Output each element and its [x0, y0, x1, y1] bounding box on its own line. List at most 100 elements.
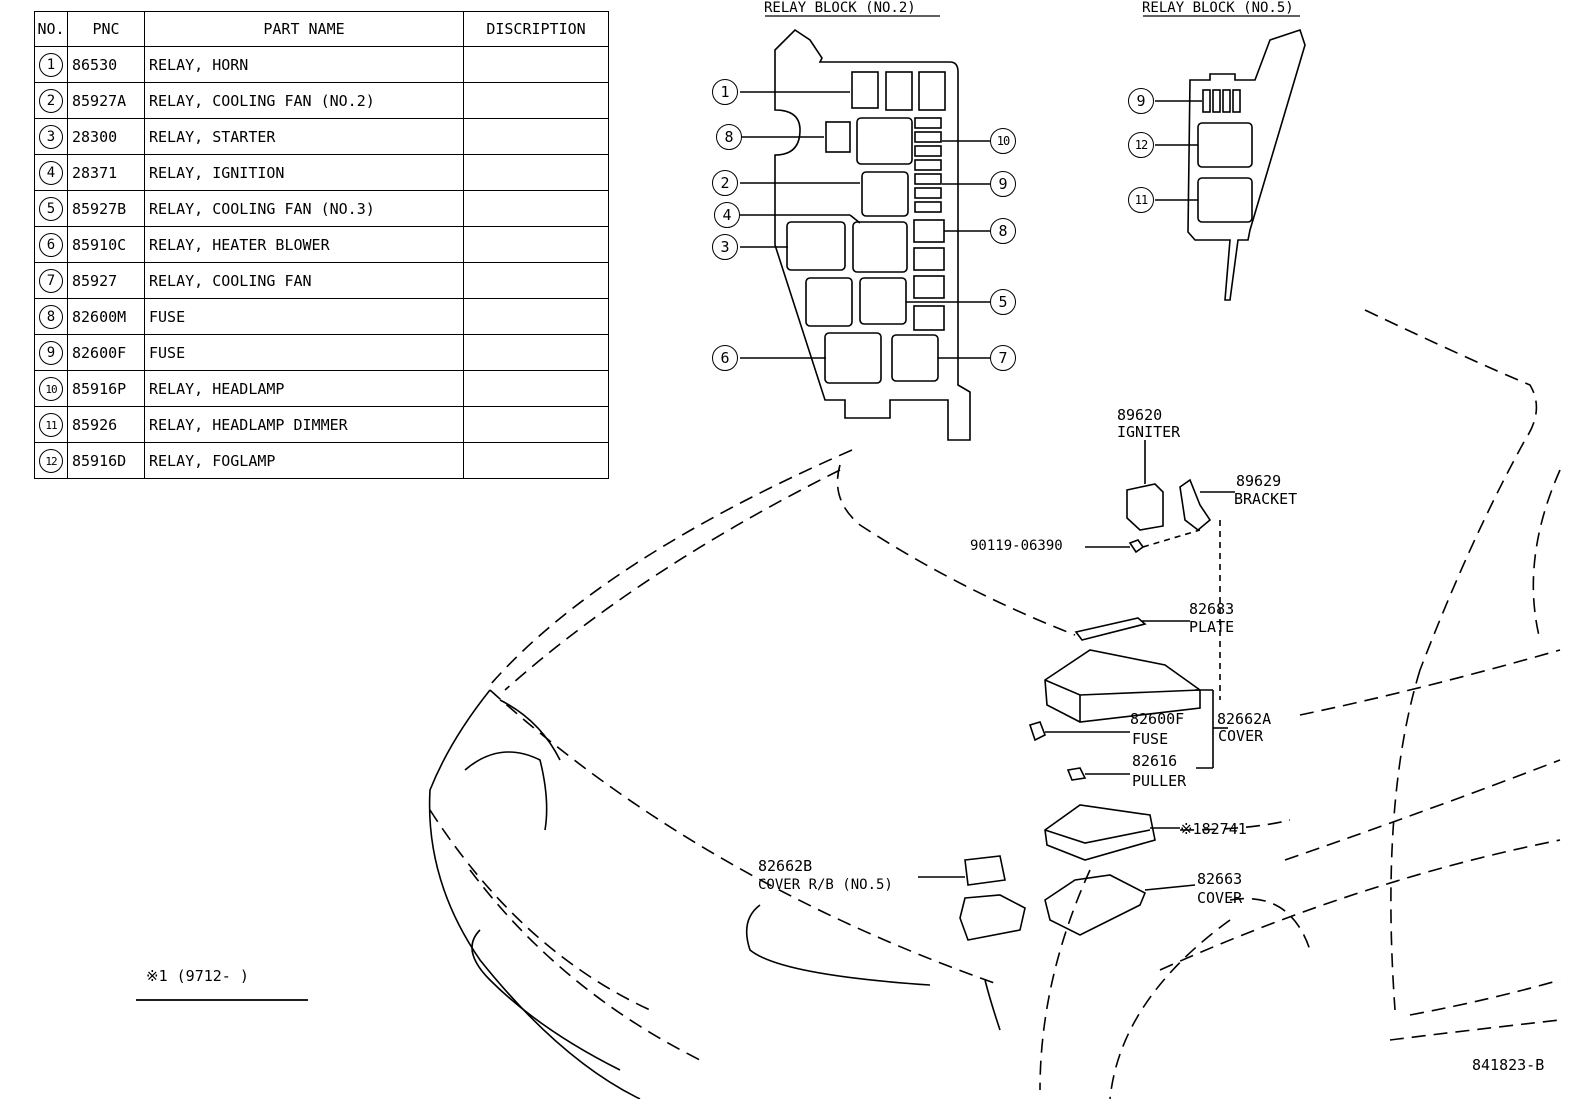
row-part-name: RELAY, STARTER	[144, 118, 464, 155]
row-description	[463, 190, 609, 227]
number-circle-icon: 11	[39, 412, 63, 437]
row-pnc: 85916D	[67, 442, 145, 479]
number-circle-icon: 7	[39, 268, 63, 293]
row-pnc: 28300	[67, 118, 145, 155]
cover-b-pnc: 82662B	[758, 857, 813, 875]
callout-rb2-4: 4	[714, 202, 740, 228]
number-circle-icon: 10	[39, 376, 63, 401]
number-circle-icon: 9	[39, 340, 63, 365]
number-circle-icon: 2	[39, 88, 63, 113]
row-part-name: RELAY, HORN	[144, 46, 464, 83]
row-description	[463, 154, 609, 191]
cover-name: COVER	[1197, 889, 1243, 907]
fuse-pnc: 82600F	[1130, 710, 1185, 728]
row-pnc: 82600F	[67, 334, 145, 371]
row-number: 11	[34, 406, 68, 443]
bracket-name: BRACKET	[1234, 490, 1298, 508]
cover-pnc: 82663	[1197, 870, 1243, 888]
header-pnc: PNC	[67, 11, 145, 47]
callout-rb2-6: 6	[712, 345, 738, 371]
relay-block-2-drawing	[740, 28, 990, 441]
row-part-name: RELAY, HEADLAMP DIMMER	[144, 406, 464, 443]
callout-rb5-11: 11	[1128, 187, 1154, 213]
callout-rb2-5: 5	[990, 289, 1016, 315]
number-circle-icon: 4	[39, 160, 63, 185]
callout-rb5-9: 9	[1128, 88, 1154, 114]
number-circle-icon: 5	[39, 196, 63, 221]
row-number: 5	[34, 190, 68, 227]
puller-pnc: 82616	[1132, 752, 1178, 770]
callout-rb2-1: 1	[712, 79, 738, 105]
row-description	[463, 406, 609, 443]
row-pnc: 85927B	[67, 190, 145, 227]
number-circle-icon: 8	[39, 304, 63, 329]
puller-name: PULLER	[1132, 772, 1187, 790]
row-pnc: 82600M	[67, 298, 145, 335]
plate-name: PLATE	[1189, 618, 1235, 636]
callout-rb2-8a: 8	[716, 124, 742, 150]
cover-a-pnc: 82662A	[1217, 710, 1272, 728]
row-description	[463, 370, 609, 407]
callout-rb5-12: 12	[1128, 132, 1154, 158]
row-description	[463, 442, 609, 479]
vehicle-outline	[429, 309, 1561, 1099]
figure-id: 841823-B	[1472, 1056, 1545, 1074]
footnote: ※1 (9712- )	[146, 967, 249, 985]
number-circle-icon: 3	[39, 124, 63, 149]
bracket-pnc: 89629	[1236, 472, 1282, 490]
callout-rb2-9: 9	[990, 171, 1016, 197]
relay-block-2-title: RELAY BLOCK (NO.2)	[764, 0, 916, 16]
igniter-pnc: 89620	[1117, 406, 1163, 424]
row-part-name: FUSE	[144, 298, 464, 335]
parts-drawing	[918, 440, 1235, 941]
header-no: NO.	[34, 11, 68, 47]
callout-rb2-7: 7	[990, 345, 1016, 371]
number-circle-icon: 1	[39, 52, 63, 77]
callout-rb2-10: 10	[990, 128, 1016, 154]
igniter-name: IGNITER	[1117, 423, 1181, 441]
bolt-pnc: 90119-06390	[970, 538, 1063, 554]
number-circle-icon: 6	[39, 232, 63, 257]
row-description	[463, 46, 609, 83]
row-pnc: 85916P	[67, 370, 145, 407]
vehicle-solid-lines	[428, 689, 1001, 1099]
row-description	[463, 262, 609, 299]
row-number: 7	[34, 262, 68, 299]
relay-block-5-drawing	[1155, 28, 1306, 301]
table-header-row: NO. PNC PART NAME DISCRIPTION	[34, 11, 609, 47]
relay-block-5-title: RELAY BLOCK (NO.5)	[1142, 0, 1294, 16]
row-description	[463, 82, 609, 119]
row-part-name: RELAY, COOLING FAN (NO.2)	[144, 82, 464, 119]
header-description: DISCRIPTION	[463, 11, 609, 47]
cover-a-name: COVER	[1218, 727, 1264, 745]
row-part-name: RELAY, FOGLAMP	[144, 442, 464, 479]
row-number: 9	[34, 334, 68, 371]
number-circle-icon: 12	[39, 448, 63, 473]
fuse-name: FUSE	[1132, 730, 1169, 748]
callout-rb2-3: 3	[712, 234, 738, 260]
callout-rb2-8b: 8	[990, 218, 1016, 244]
row-number: 8	[34, 298, 68, 335]
row-pnc: 85927	[67, 262, 145, 299]
row-number: 6	[34, 226, 68, 263]
callout-rb2-2: 2	[712, 170, 738, 196]
row-part-name: RELAY, IGNITION	[144, 154, 464, 191]
row-number: 3	[34, 118, 68, 155]
row-pnc: 85926	[67, 406, 145, 443]
row-part-name: RELAY, HEADLAMP	[144, 370, 464, 407]
row-description	[463, 298, 609, 335]
row-part-name: RELAY, COOLING FAN (NO.3)	[144, 190, 464, 227]
